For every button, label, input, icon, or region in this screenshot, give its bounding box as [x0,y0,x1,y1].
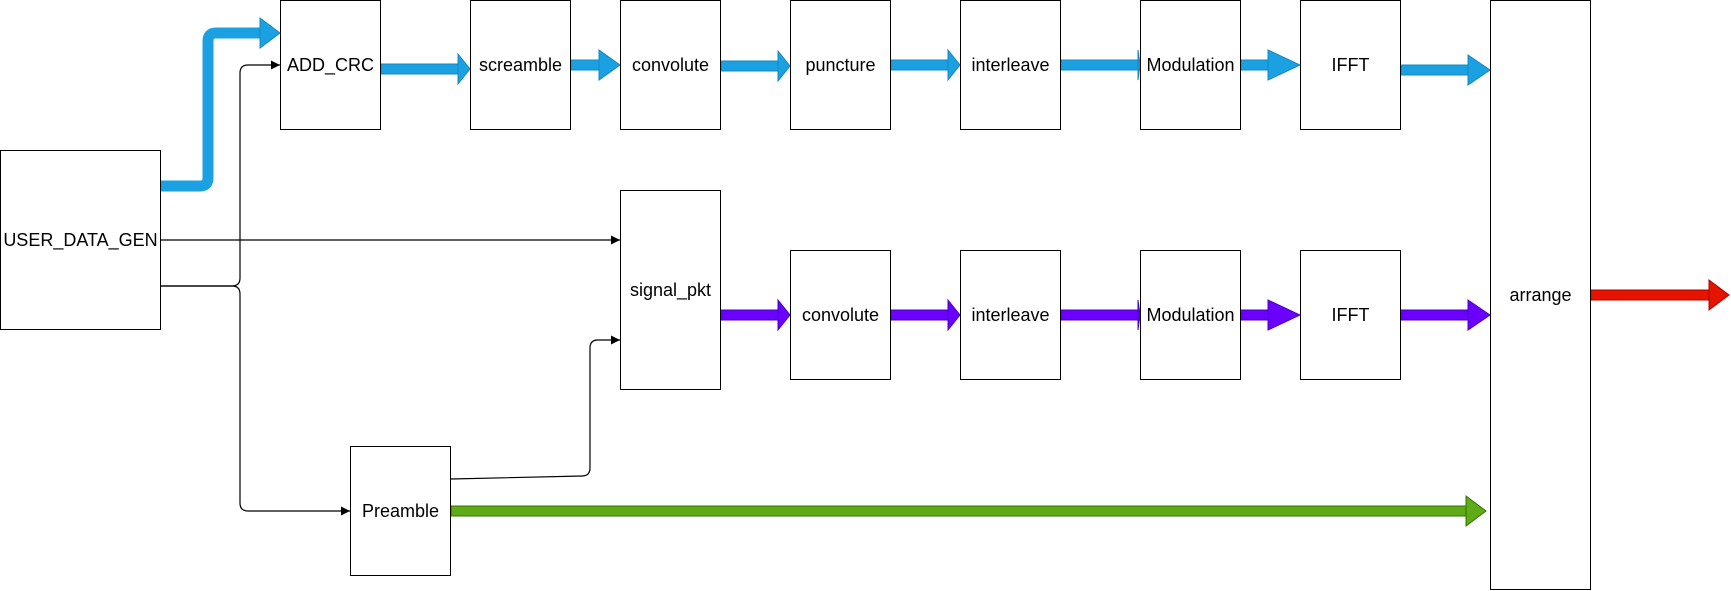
block-interleave-mid: interleave [960,250,1061,380]
block-user-data-gen-label: USER_DATA_GEN [3,229,158,250]
block-arrange: arrange [1490,0,1591,590]
block-interleave-mid-label: interleave [971,304,1050,325]
block-puncture-label: puncture [805,54,876,75]
arrowhead-puncture-to-interleave [947,48,961,82]
block-modulation-top-label: Modulation [1146,54,1235,75]
arrowhead-convolute-to-interleave-mid [947,298,961,332]
arrowhead-modulation-to-ifft [1267,49,1302,81]
block-signal-pkt: signal_pkt [620,190,721,390]
arrow-convolute-to-puncture [720,60,781,72]
arrow-user-to-add-crc [160,27,262,192]
line-user-to-add-crc [160,60,280,287]
block-screamble-label: screamble [478,54,563,75]
arrowhead-preamble-to-arrange [1465,495,1487,527]
arrowhead-interleave-to-modulation [1137,49,1141,81]
arrowhead-convolute-to-puncture [777,49,791,83]
arrowhead-interleave-to-modulation-mid [1137,299,1141,331]
arrow-ifft-to-arrange [1400,64,1471,76]
arrow-modulation-to-ifft-mid [1240,309,1271,321]
arrow-preamble-to-arrange [450,505,1469,517]
arrow-modulation-to-ifft [1240,59,1271,71]
block-user-data-gen: USER_DATA_GEN [0,150,161,330]
arrow-screamble-to-convolute [570,59,602,71]
block-screamble: screamble [470,0,571,130]
block-ifft-top-label: IFFT [1331,54,1370,75]
block-signal-pkt-label: signal_pkt [629,279,712,300]
arrowhead-ifft-to-arrange [1467,54,1491,86]
block-convolute-mid: convolute [790,250,891,380]
arrow-output [1590,289,1712,301]
arrow-interleave-to-modulation [1060,59,1141,71]
block-ifft-top: IFFT [1300,0,1401,130]
arrowhead-add-crc-to-screamble [457,52,471,86]
arrow-signal-pkt-to-convolute [720,309,781,321]
arrow-add-crc-to-screamble [380,63,461,75]
arrowhead-ifft-to-arrange-mid [1467,299,1491,331]
arrowhead-output [1708,279,1730,311]
block-ifft-mid-label: IFFT [1331,304,1370,325]
arrowhead-screamble-to-convolute [598,49,621,81]
block-preamble-label: Preamble [361,500,440,521]
block-interleave-top-label: interleave [971,54,1050,75]
arrow-convolute-to-interleave-mid [890,309,951,321]
arrow-puncture-to-interleave [890,59,951,71]
arrow-ifft-to-arrange-mid [1400,309,1471,321]
arrowhead-user-to-add-crc [259,17,281,49]
block-preamble: Preamble [350,446,451,576]
block-convolute-mid-label: convolute [801,304,880,325]
block-add-crc-label: ADD_CRC [286,54,374,75]
line-user-to-preamble [160,285,350,516]
block-add-crc: ADD_CRC [280,0,381,130]
arrowhead-modulation-to-ifft-mid [1267,299,1302,331]
block-convolute-top: convolute [620,0,721,130]
block-interleave-top: interleave [960,0,1061,130]
block-modulation-top: Modulation [1140,0,1241,130]
block-arrange-label: arrange [1509,284,1572,305]
block-puncture: puncture [790,0,891,130]
arrow-interleave-to-modulation-mid [1060,309,1141,321]
line-preamble-to-signal-pkt [450,335,620,480]
block-modulation-mid: Modulation [1140,250,1241,380]
block-ifft-mid: IFFT [1300,250,1401,380]
block-modulation-mid-label: Modulation [1146,304,1235,325]
block-convolute-top-label: convolute [631,54,710,75]
arrowhead-signal-pkt-to-convolute [777,298,791,332]
